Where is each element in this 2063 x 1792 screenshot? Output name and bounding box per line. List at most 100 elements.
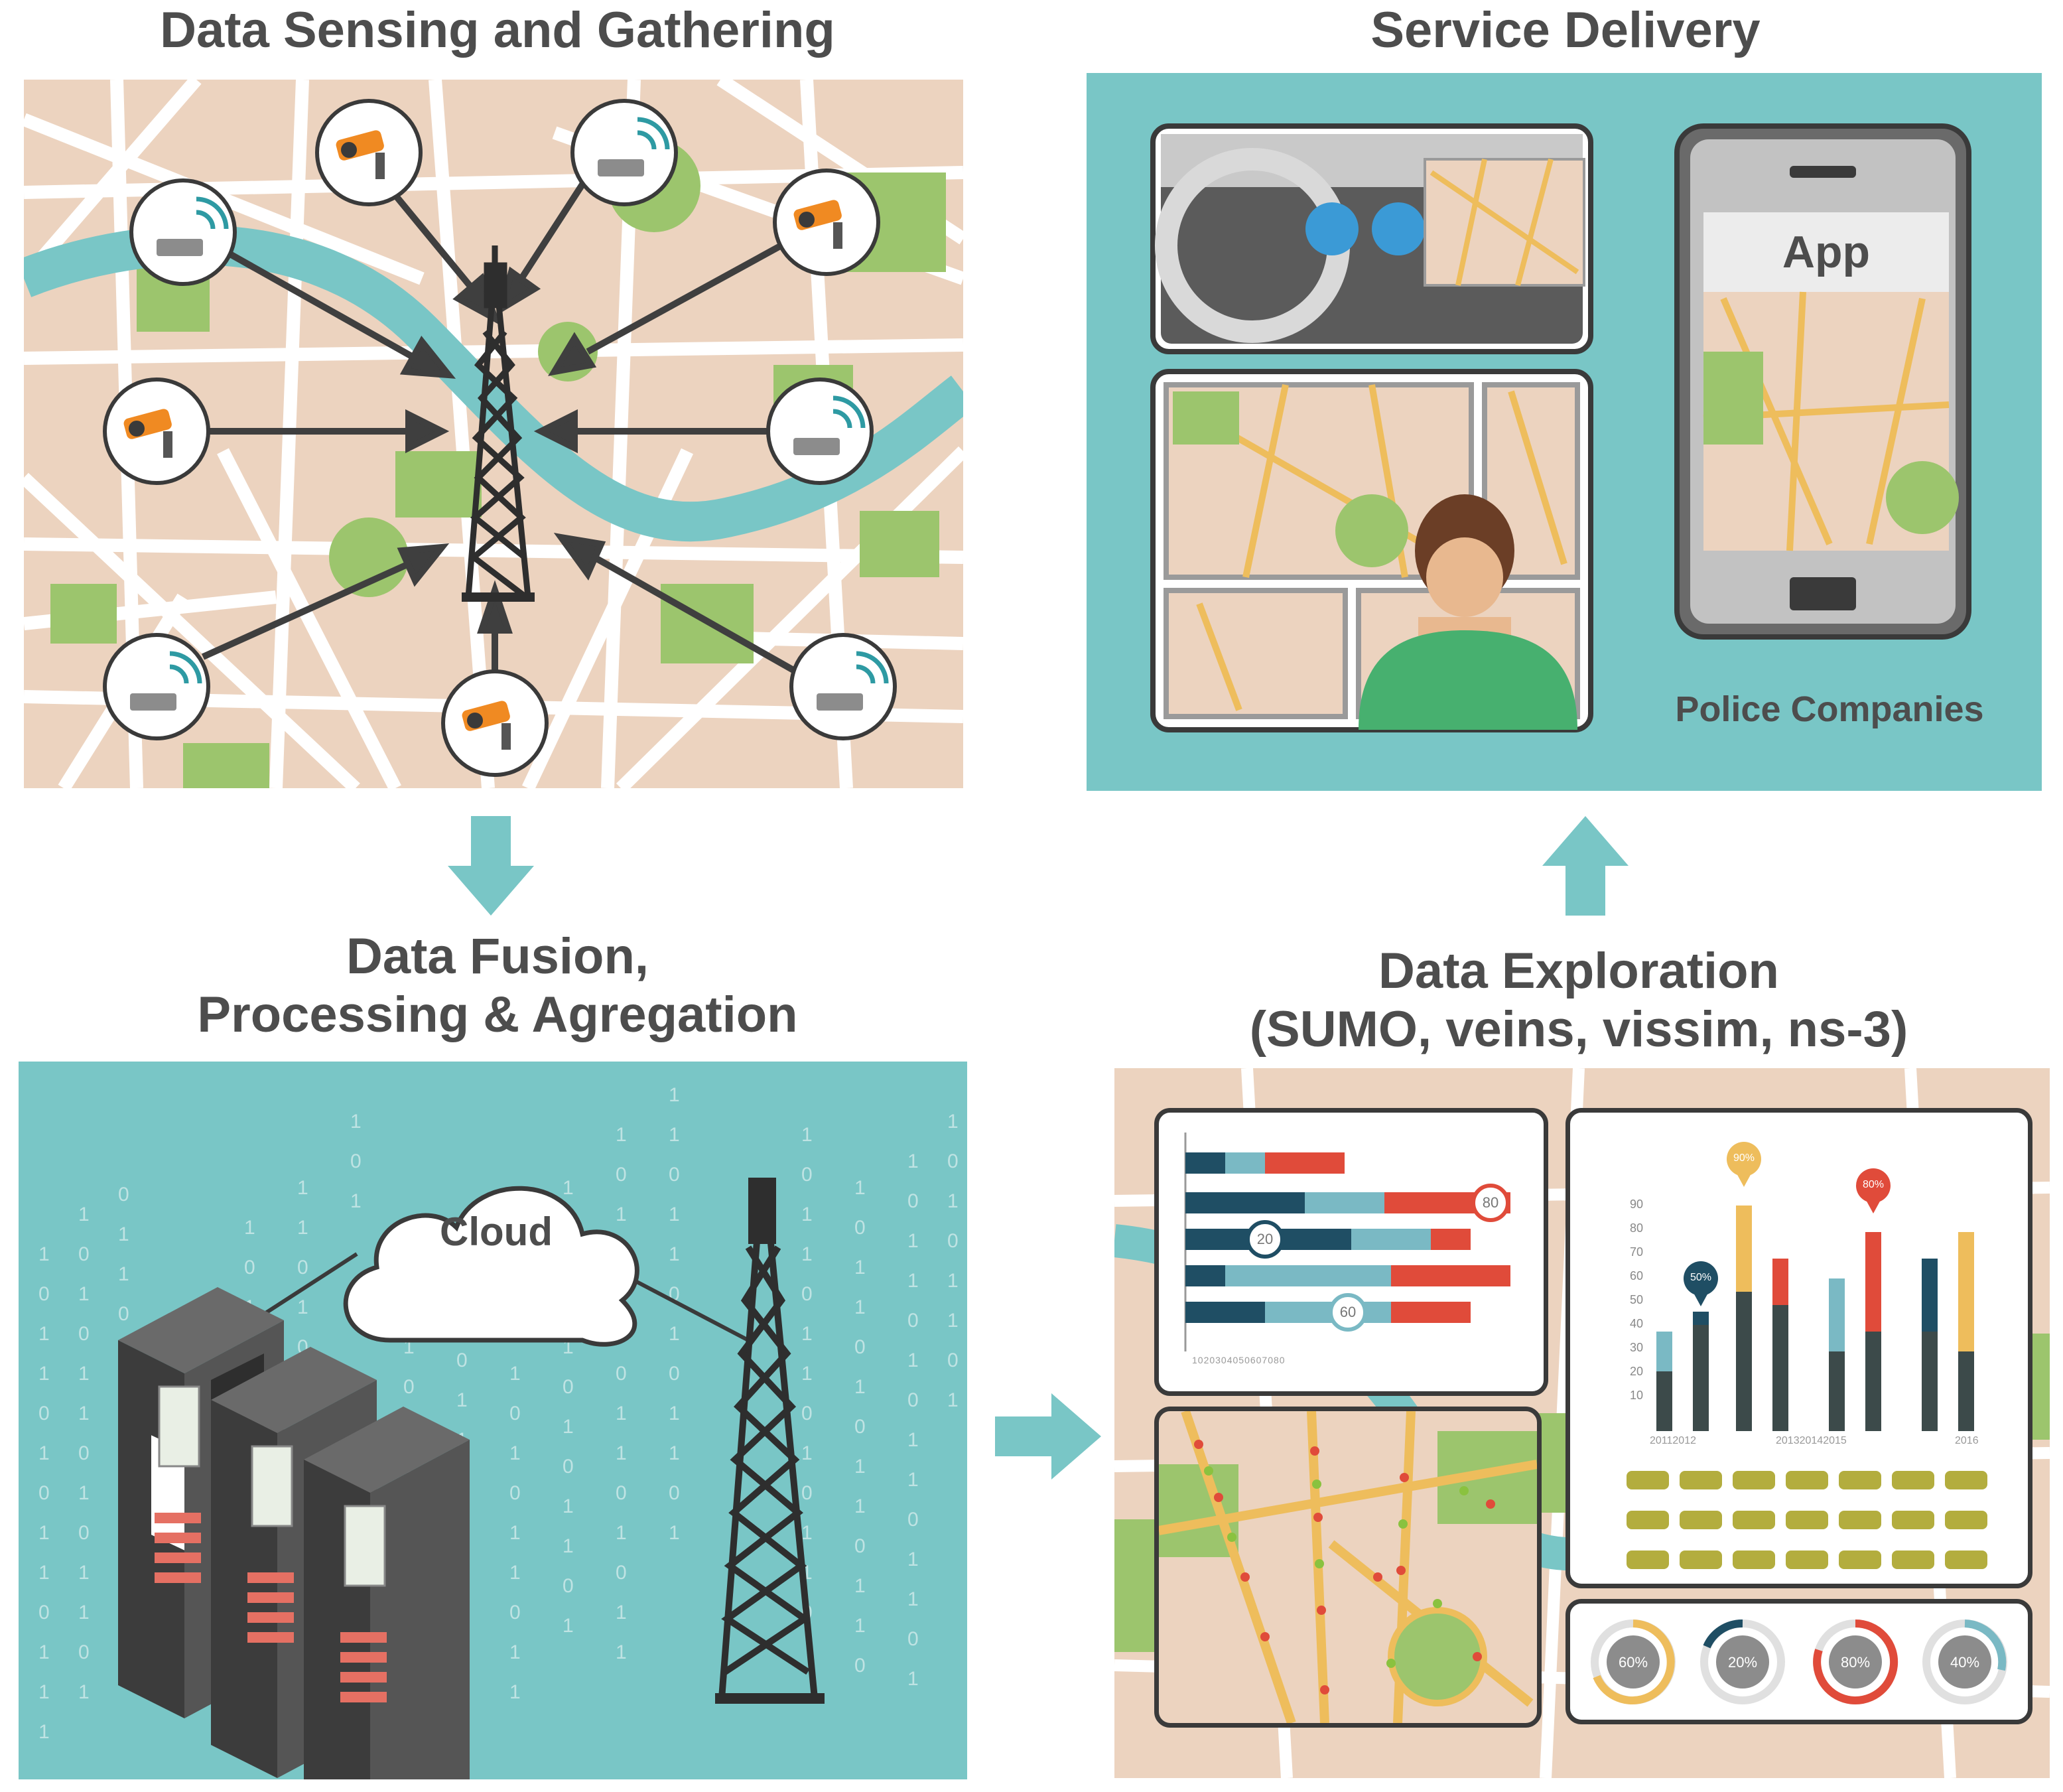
svg-text:0: 0: [350, 1150, 362, 1172]
smartphone-icon: [1674, 123, 1971, 640]
svg-text:1: 1: [947, 1111, 959, 1133]
pin-label: 50%: [1690, 1272, 1712, 1283]
donut-label: 60%: [1618, 1654, 1648, 1671]
donut-card: 60% 20% 80% 40%: [1565, 1599, 2032, 1724]
svg-text:0: 0: [616, 1164, 627, 1186]
svg-text:0: 0: [38, 1403, 50, 1424]
svg-text:0: 0: [563, 1376, 574, 1398]
svg-text:1: 1: [38, 1442, 50, 1464]
y-tick: 20: [1629, 1365, 1643, 1378]
svg-text:1: 1: [78, 1283, 90, 1305]
server-rack-icon: [304, 1407, 470, 1779]
bar-group: [1656, 1332, 1672, 1431]
svg-text:1: 1: [509, 1641, 521, 1663]
svg-text:1: 1: [297, 1177, 308, 1199]
svg-text:0: 0: [78, 1641, 90, 1663]
svg-text:0: 0: [616, 1562, 627, 1584]
y-tick: 80: [1629, 1221, 1643, 1235]
svg-text:1: 1: [509, 1442, 521, 1464]
svg-text:1: 1: [78, 1482, 90, 1504]
heading-data-fusion-line2: Processing & Agregation: [197, 987, 798, 1043]
y-tick: 10: [1629, 1389, 1643, 1402]
svg-text:1: 1: [297, 1296, 308, 1318]
bar-group: [1958, 1232, 1974, 1431]
svg-text:1: 1: [563, 1535, 574, 1557]
svg-text:1: 1: [78, 1363, 90, 1385]
svg-text:1: 1: [801, 1243, 813, 1265]
vertical-bar-chart: [1627, 1142, 1987, 1569]
svg-text:1: 1: [907, 1469, 919, 1491]
pin-label: 80%: [1862, 1179, 1885, 1190]
camera-icon: [773, 169, 880, 276]
hbar-axis-labels: 1020304050607080: [1192, 1355, 1286, 1365]
svg-text:1: 1: [801, 1204, 813, 1225]
svg-text:1: 1: [947, 1389, 959, 1411]
svg-text:1: 1: [854, 1177, 866, 1199]
data-fusion-panel: 1 0 1 1 0 1 0 1 1 0 1 1 1 1 0 1 0 1 1 0 1 0 1 1 0 1 0 1 1 0 1 0 1 1 1 0 1…: [19, 1062, 967, 1779]
cell-tower-icon: [715, 1178, 825, 1704]
heading-data-exploration-line1: Data Exploration: [1378, 943, 1779, 999]
svg-text:1: 1: [38, 1562, 50, 1584]
svg-text:0: 0: [669, 1164, 680, 1186]
hbar-value-label: 20: [1256, 1231, 1274, 1247]
svg-text:0: 0: [947, 1230, 959, 1252]
svg-text:1: 1: [669, 1403, 680, 1424]
svg-text:0: 0: [669, 1482, 680, 1504]
svg-text:1: 1: [78, 1403, 90, 1424]
svg-text:0: 0: [854, 1535, 866, 1557]
donut: [1813, 1620, 1898, 1704]
svg-text:1: 1: [947, 1310, 959, 1332]
hbar-value-label: 80: [1482, 1194, 1499, 1211]
svg-text:0: 0: [78, 1442, 90, 1464]
y-tick: 90: [1629, 1198, 1643, 1211]
svg-text:1: 1: [38, 1681, 50, 1703]
wifi-router-icon: [570, 99, 678, 206]
svg-text:0: 0: [907, 1509, 919, 1531]
cloud-label: Cloud: [440, 1209, 553, 1254]
svg-text:1: 1: [244, 1217, 255, 1239]
svg-text:1: 1: [801, 1124, 813, 1146]
svg-text:1: 1: [78, 1602, 90, 1623]
svg-text:1: 1: [456, 1389, 468, 1411]
delivery-illustration: [1150, 123, 1971, 732]
svg-text:1: 1: [669, 1323, 680, 1345]
traffic-map: [1159, 1411, 1537, 1723]
svg-text:1: 1: [854, 1495, 866, 1517]
svg-text:0: 0: [907, 1628, 919, 1650]
svg-text:0: 0: [456, 1349, 468, 1371]
horizontal-bar-card: 80 20 60 1020304050607080: [1154, 1108, 1548, 1396]
svg-text:0: 0: [854, 1336, 866, 1358]
bar-group: [1772, 1259, 1788, 1431]
svg-text:1: 1: [118, 1263, 129, 1285]
svg-text:0: 0: [38, 1602, 50, 1623]
svg-text:1: 1: [616, 1641, 627, 1663]
svg-text:1: 1: [801, 1363, 813, 1385]
svg-text:1: 1: [297, 1217, 308, 1239]
app-label: App: [1782, 227, 1871, 277]
svg-text:0: 0: [854, 1217, 866, 1239]
y-tick: 70: [1629, 1245, 1643, 1259]
svg-text:0: 0: [563, 1575, 574, 1597]
svg-text:0: 0: [118, 1303, 129, 1325]
y-tick: 30: [1629, 1341, 1643, 1354]
svg-text:1: 1: [907, 1549, 919, 1570]
binary-rain: 1 0 1 1 0 1 0 1 1 0 1 1 1 1 0 1 0 1 1 0 1 0 1 1 0 1 0 1 1 0 1 0 1 1 1 0 1…: [38, 1084, 959, 1743]
svg-text:0: 0: [801, 1482, 813, 1504]
x-label: 201320142015: [1776, 1435, 1847, 1446]
svg-text:1: 1: [669, 1124, 680, 1146]
svg-text:1: 1: [907, 1588, 919, 1610]
svg-text:1: 1: [38, 1721, 50, 1743]
donut: [1922, 1620, 2007, 1704]
svg-text:0: 0: [509, 1482, 521, 1504]
svg-text:1: 1: [669, 1204, 680, 1225]
heading-data-fusion-line1: Data Fusion,: [346, 928, 649, 985]
x-label: 2016: [1955, 1435, 1979, 1446]
svg-text:1: 1: [78, 1681, 90, 1703]
svg-text:1: 1: [616, 1602, 627, 1623]
svg-text:0: 0: [854, 1416, 866, 1438]
wifi-router-icon: [129, 178, 237, 286]
svg-text:1: 1: [509, 1562, 521, 1584]
svg-text:0: 0: [854, 1655, 866, 1677]
bar-group: [1865, 1232, 1881, 1431]
svg-text:0: 0: [297, 1257, 308, 1278]
